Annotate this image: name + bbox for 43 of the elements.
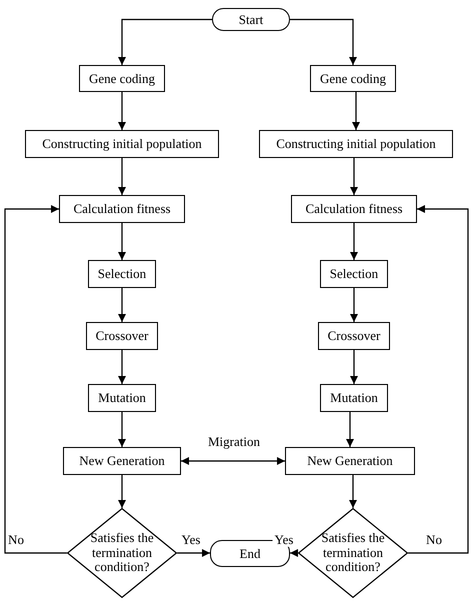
process-box: Constructing initial population xyxy=(259,130,453,158)
arrow xyxy=(118,92,126,130)
arrow xyxy=(118,158,126,195)
arrow xyxy=(118,223,126,260)
arrow xyxy=(346,412,354,447)
process-box: Constructing initial population xyxy=(25,130,219,158)
arrow xyxy=(349,475,357,508)
arrow xyxy=(352,92,360,130)
process-box: Crossover xyxy=(86,322,158,350)
arrow xyxy=(118,475,126,508)
process-box: New Generation xyxy=(285,447,415,475)
process-box: Mutation xyxy=(320,384,388,412)
process-box: Gene coding xyxy=(310,65,396,92)
process-box: Crossover xyxy=(318,322,390,350)
arrow xyxy=(181,457,285,465)
arrow xyxy=(290,549,298,557)
process-box: Gene coding xyxy=(79,65,165,92)
arrow xyxy=(408,205,469,554)
process-box: Calculation fitness xyxy=(291,195,417,223)
terminal-box: Start xyxy=(212,8,290,31)
process-box: Selection xyxy=(320,260,388,288)
edge-label: No xyxy=(424,532,444,548)
edge-label: No xyxy=(6,532,26,548)
arrow xyxy=(350,158,358,195)
arrow xyxy=(4,205,67,554)
decision-text: Satisfies the termination condition? xyxy=(320,530,386,576)
process-box: Mutation xyxy=(88,384,156,412)
edge-label: Migration xyxy=(206,434,262,450)
arrow xyxy=(118,18,212,65)
edge-label: Yes xyxy=(180,532,202,548)
process-box: Calculation fitness xyxy=(59,195,185,223)
arrow xyxy=(350,288,358,322)
arrow xyxy=(350,223,358,260)
arrow xyxy=(118,350,126,384)
decision-text: Satisfies the termination condition? xyxy=(89,530,155,576)
arrow xyxy=(350,350,358,384)
arrow xyxy=(118,288,126,322)
process-box: New Generation xyxy=(63,447,181,475)
arrow xyxy=(290,18,357,65)
arrow xyxy=(177,549,210,557)
edge-label: Yes xyxy=(272,532,296,548)
process-box: Selection xyxy=(88,260,156,288)
arrow xyxy=(118,412,126,447)
